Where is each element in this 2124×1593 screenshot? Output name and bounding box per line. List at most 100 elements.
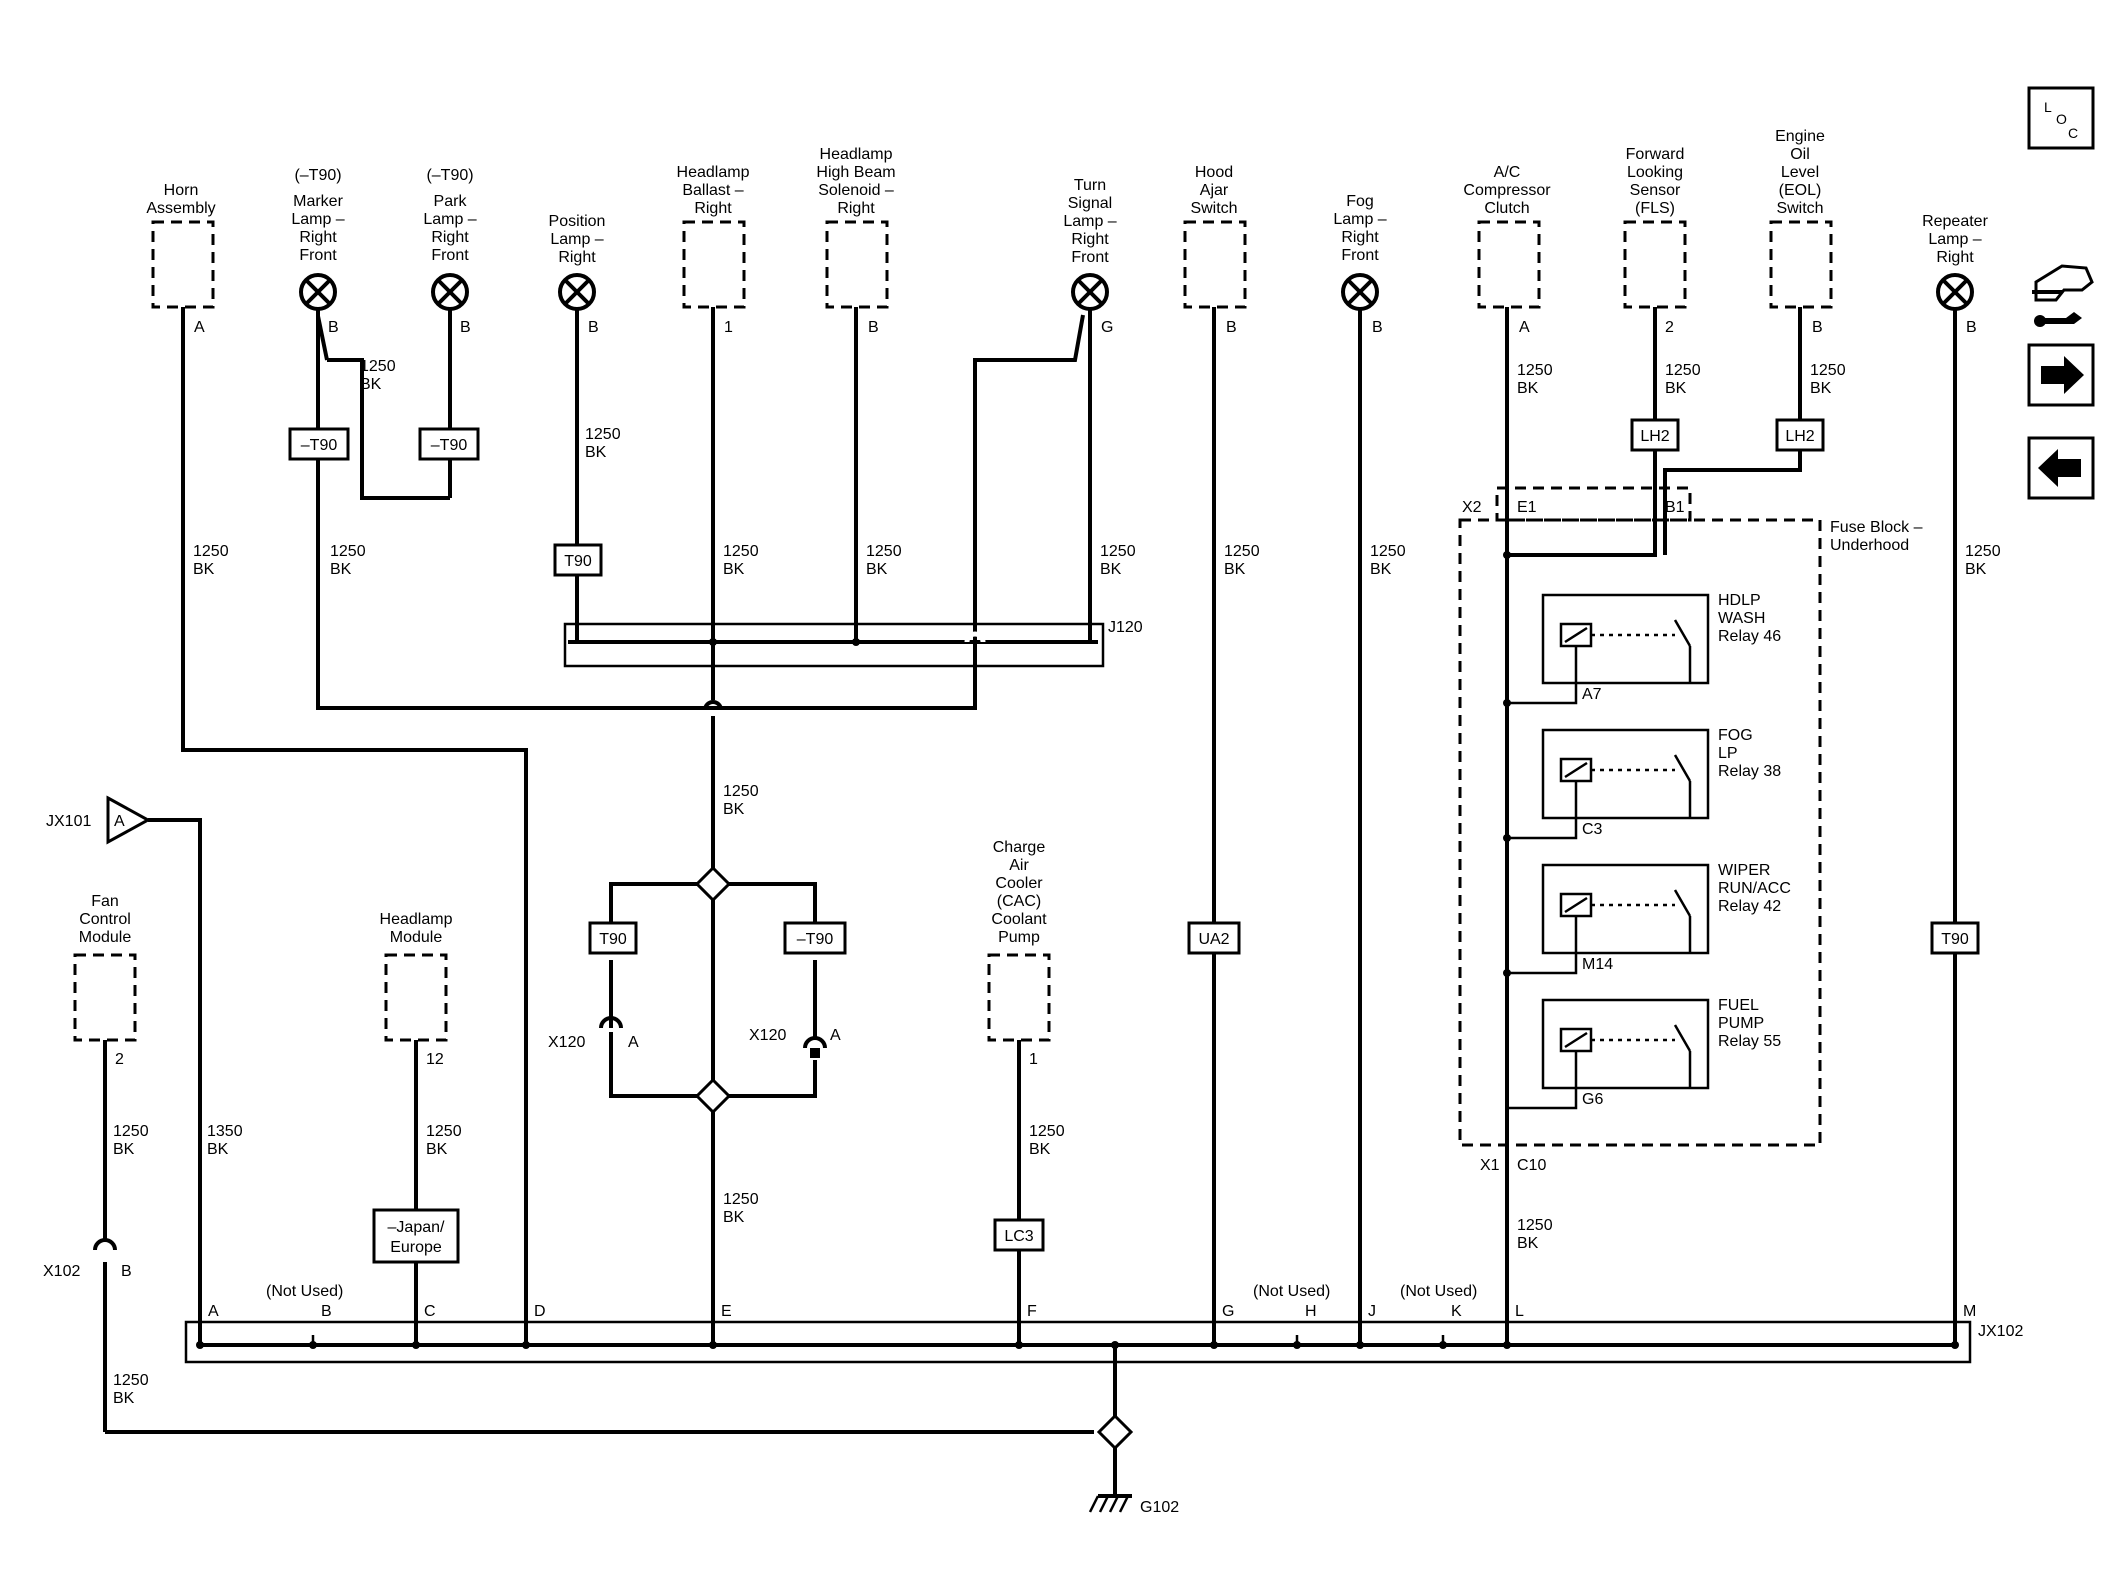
svg-text:BK: BK [723,1209,745,1226]
svg-text:Clutch: Clutch [1484,200,1529,217]
previous-page-button[interactable] [2027,436,2095,500]
fog-lamp-right-front: Fog Lamp – Right Front B [1333,193,1386,336]
location-button[interactable]: L O C [2027,86,2095,150]
svg-text:M14: M14 [1582,956,1613,973]
option-boxes: –T90 –T90 T90 T90 –T90 UA2 LH2 LH2 T90 L… [288,418,1980,1264]
svg-text:LC3: LC3 [1004,1228,1033,1245]
svg-text:Oil: Oil [1790,146,1810,163]
svg-text:Right: Right [558,249,596,266]
svg-text:O: O [2056,111,2067,127]
svg-text:D: D [534,1303,546,1320]
jx102-connector [184,1320,1972,1364]
svg-text:BK: BK [1517,380,1539,397]
svg-text:BK: BK [360,376,382,393]
svg-text:G6: G6 [1582,1091,1603,1108]
svg-text:BK: BK [1517,1235,1539,1252]
svg-text:1250: 1250 [1224,543,1260,560]
svg-text:B: B [460,319,471,336]
svg-text:1250: 1250 [723,1191,759,1208]
svg-text:1250: 1250 [1029,1123,1065,1140]
svg-text:Europe: Europe [390,1239,442,1256]
svg-text:E1: E1 [1517,499,1537,516]
park-lamp-right-front: (–T90) Park Lamp – Right Front B [423,167,476,336]
lamp-icon [558,273,596,311]
svg-text:BK: BK [1665,380,1687,397]
svg-text:B: B [588,319,599,336]
svg-text:B1: B1 [1665,499,1685,516]
svg-text:Module: Module [79,929,132,946]
svg-text:2: 2 [1665,319,1674,336]
svg-text:(FLS): (FLS) [1635,200,1675,217]
horn-assembly: Horn Assembly A [146,182,215,336]
svg-text:X1: X1 [1480,1157,1500,1174]
svg-text:High Beam: High Beam [816,164,895,181]
relay-hdlp-wash: HDLP WASH Relay 46 A7 [1507,592,1781,705]
horn-component-box [151,220,215,309]
svg-text:Forward: Forward [1626,146,1685,163]
component-view-icon[interactable] [2032,264,2094,327]
svg-text:Park: Park [434,193,468,210]
svg-text:(Not Used): (Not Used) [266,1283,343,1300]
svg-text:Switch: Switch [1190,200,1237,217]
svg-text:WIPER: WIPER [1718,862,1770,879]
svg-text:G: G [1222,1303,1234,1320]
svg-text:A: A [628,1034,639,1051]
relay-outline [1541,728,1710,820]
svg-text:(Not Used): (Not Used) [1253,1283,1330,1300]
svg-text:1: 1 [1029,1051,1038,1068]
svg-text:(–T90): (–T90) [294,167,341,184]
svg-text:Fog: Fog [1346,193,1374,210]
next-page-button[interactable] [2027,343,2095,407]
option-box-japan-europe [372,1208,460,1264]
svg-text:Lamp –: Lamp – [423,211,476,228]
svg-text:2: 2 [115,1051,124,1068]
headlamp-module: Headlamp Module 12 [380,911,453,1068]
ac-clutch-component-box [1477,220,1541,309]
svg-text:Fuse Block –: Fuse Block – [1830,519,1923,536]
jx102-label: JX102 [1978,1323,2023,1340]
svg-text:C: C [424,1303,436,1320]
svg-text:A7: A7 [1582,686,1602,703]
svg-text:BK: BK [1029,1141,1051,1158]
svg-text:A: A [1519,319,1530,336]
lamp-icon [1071,273,1109,311]
svg-text:Control: Control [79,911,131,928]
svg-text:Engine: Engine [1775,128,1825,145]
svg-text:H: H [1305,1303,1317,1320]
high-beam-solenoid-right: Headlamp High Beam Solenoid – Right B [816,146,895,336]
jx101-pin: A [114,813,125,830]
svg-text:Compressor: Compressor [1463,182,1551,199]
option-box-t90 [588,921,638,955]
svg-text:Right: Right [1071,231,1109,248]
svg-text:BK: BK [113,1390,135,1407]
solenoid-component-box [825,220,889,309]
svg-text:Horn: Horn [164,182,199,199]
jx101-connector [106,795,152,845]
svg-text:1250: 1250 [193,543,229,560]
svg-text:1250: 1250 [723,543,759,560]
option-box-t90 [553,543,603,577]
svg-text:T90: T90 [1941,931,1969,948]
svg-text:Relay 42: Relay 42 [1718,898,1781,915]
svg-text:Lamp –: Lamp – [550,231,603,248]
svg-text:BK: BK [723,801,745,818]
svg-text:1250: 1250 [360,358,396,375]
splice-diamond [694,1077,732,1115]
position-lamp-right: Position Lamp – Right B [549,213,606,336]
svg-text:B: B [1226,319,1237,336]
svg-text:BK: BK [723,561,745,578]
svg-text:LH2: LH2 [1785,428,1814,445]
svg-text:Hood: Hood [1195,164,1233,181]
svg-text:Lamp –: Lamp – [291,211,344,228]
svg-text:Ballast –: Ballast – [682,182,743,199]
svg-text:J: J [1368,1303,1376,1320]
fan-control-module: Fan Control Module 2 [73,893,137,1068]
j120-label: J120 [1108,619,1143,636]
svg-text:Air: Air [1009,857,1029,874]
svg-text:G102: G102 [1140,1499,1179,1516]
svg-text:–T90: –T90 [301,437,338,454]
svg-text:Marker: Marker [293,193,343,210]
svg-text:BK: BK [1370,561,1392,578]
svg-text:Position: Position [549,213,606,230]
